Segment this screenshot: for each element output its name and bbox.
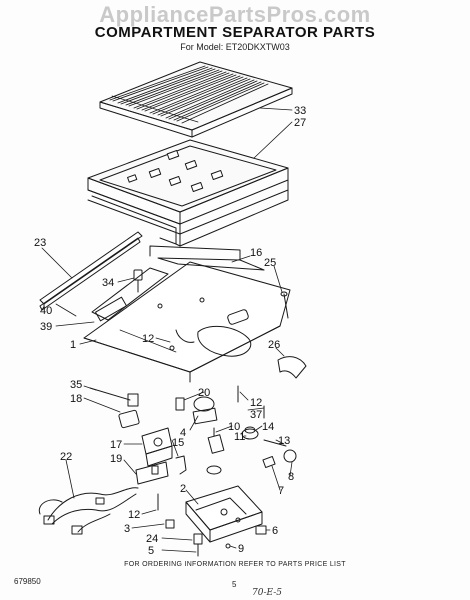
trim-strip-part: [39, 231, 143, 311]
wire-harness-part: [38, 487, 139, 535]
ordering-information-note: FOR ORDERING INFORMATION REFER TO PARTS …: [124, 561, 346, 568]
callout-22: 22: [60, 451, 72, 463]
callout-39: 39: [40, 321, 52, 333]
callout-5: 5: [148, 545, 154, 557]
callout-34: 34: [102, 277, 114, 289]
callout-11: 11: [234, 431, 245, 443]
separator-frame-part: [87, 139, 289, 247]
switch-block-part: [135, 461, 169, 485]
callout-35: 35: [70, 379, 82, 391]
callout-14: 14: [262, 421, 274, 433]
damper-shaft-part: [89, 387, 140, 429]
callout-8: 8: [288, 471, 294, 483]
thermostat-group-part: [206, 385, 297, 475]
handwritten-mark: 70-E-5: [252, 588, 282, 598]
page-title: COMPARTMENT SEPARATOR PARTS: [94, 24, 376, 41]
callout-12-upper: 12: [142, 333, 154, 345]
callout-25: 25: [264, 257, 276, 269]
callout-6: 6: [272, 525, 278, 537]
callout-3: 3: [124, 523, 130, 535]
callout-12-lower: 12: [128, 509, 140, 521]
callout-15: 15: [172, 437, 184, 449]
control-housing-part: [141, 427, 173, 467]
callout-7: 7: [278, 485, 284, 497]
page-number: 5: [232, 580, 237, 589]
tube-part: [277, 356, 307, 379]
document-code: 679850: [14, 577, 41, 586]
callout-labels: 33 27 23 16 25 34 40 39 1 12 26 35 18 20…: [34, 105, 306, 557]
callout-10: 10: [228, 421, 240, 433]
callout-24: 24: [146, 533, 158, 545]
callout-27: 27: [294, 117, 306, 129]
callout-13: 13: [278, 435, 290, 447]
callout-26: 26: [268, 339, 280, 351]
model-number: For Model: ET20DKXTW03: [180, 42, 290, 52]
callout-12-right: 12: [250, 397, 262, 409]
callout-37: 37: [250, 409, 262, 421]
callout-19: 19: [110, 453, 122, 465]
grille-cover-part: [99, 61, 293, 138]
leader-lines: [41, 107, 293, 553]
callout-23: 23: [34, 237, 46, 249]
mounting-base-part: [185, 485, 263, 543]
callout-20: 20: [198, 387, 210, 399]
callout-9: 9: [238, 543, 244, 555]
callout-18: 18: [70, 393, 82, 405]
callout-40: 40: [40, 305, 52, 317]
callout-33: 33: [294, 105, 306, 117]
watermark: AppliancePartsPros.com: [99, 2, 371, 27]
screw-part: [280, 291, 289, 319]
callout-2: 2: [180, 483, 186, 495]
callout-16: 16: [250, 247, 262, 259]
control-knob-part: [175, 396, 218, 425]
clip-part: [133, 269, 143, 293]
callout-1: 1: [70, 339, 76, 351]
bracket-part: [175, 455, 187, 475]
callout-4: 4: [180, 427, 186, 439]
divider-panel-part: [83, 245, 291, 383]
callout-17: 17: [110, 439, 122, 451]
